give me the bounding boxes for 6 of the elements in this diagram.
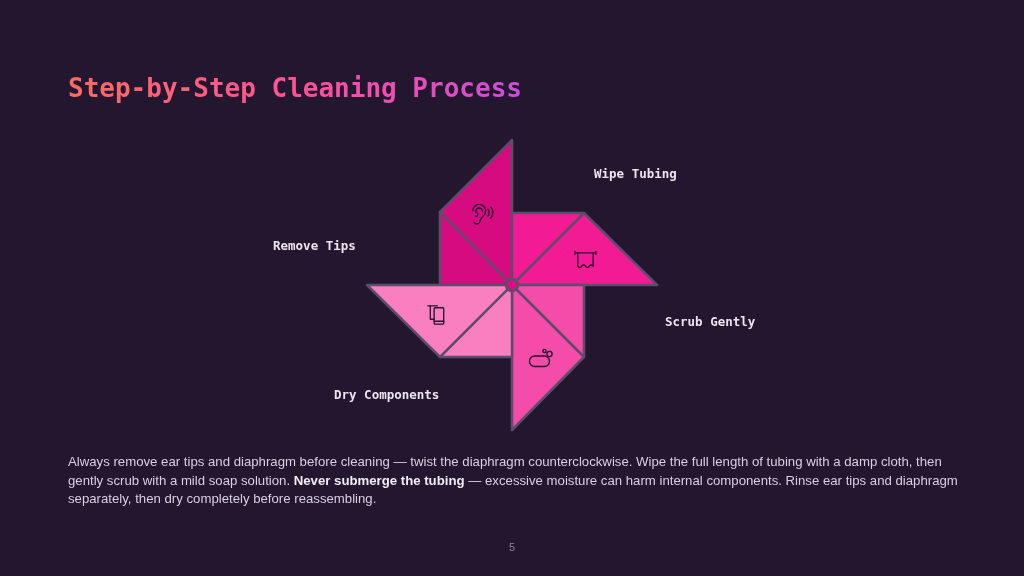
step-label: Remove Tips: [273, 238, 356, 254]
step-label: Dry Components: [334, 387, 440, 403]
step-label: Scrub Gently: [665, 314, 756, 330]
page-number: 5: [508, 540, 516, 554]
body-text: Always remove ear tips and diaphragm before cleaning — twist the diaphragm counterclockwise. Wipe the full length of tubing with a damp cloth, then gently scrub with a mild soap solution. Never submerge the tubing — excessive moisture can harm internal components. Rinse ear tips and diaphragm separately, then dry completely before reassembling.: [68, 453, 959, 508]
step-label: Wipe Tubing: [594, 166, 677, 182]
